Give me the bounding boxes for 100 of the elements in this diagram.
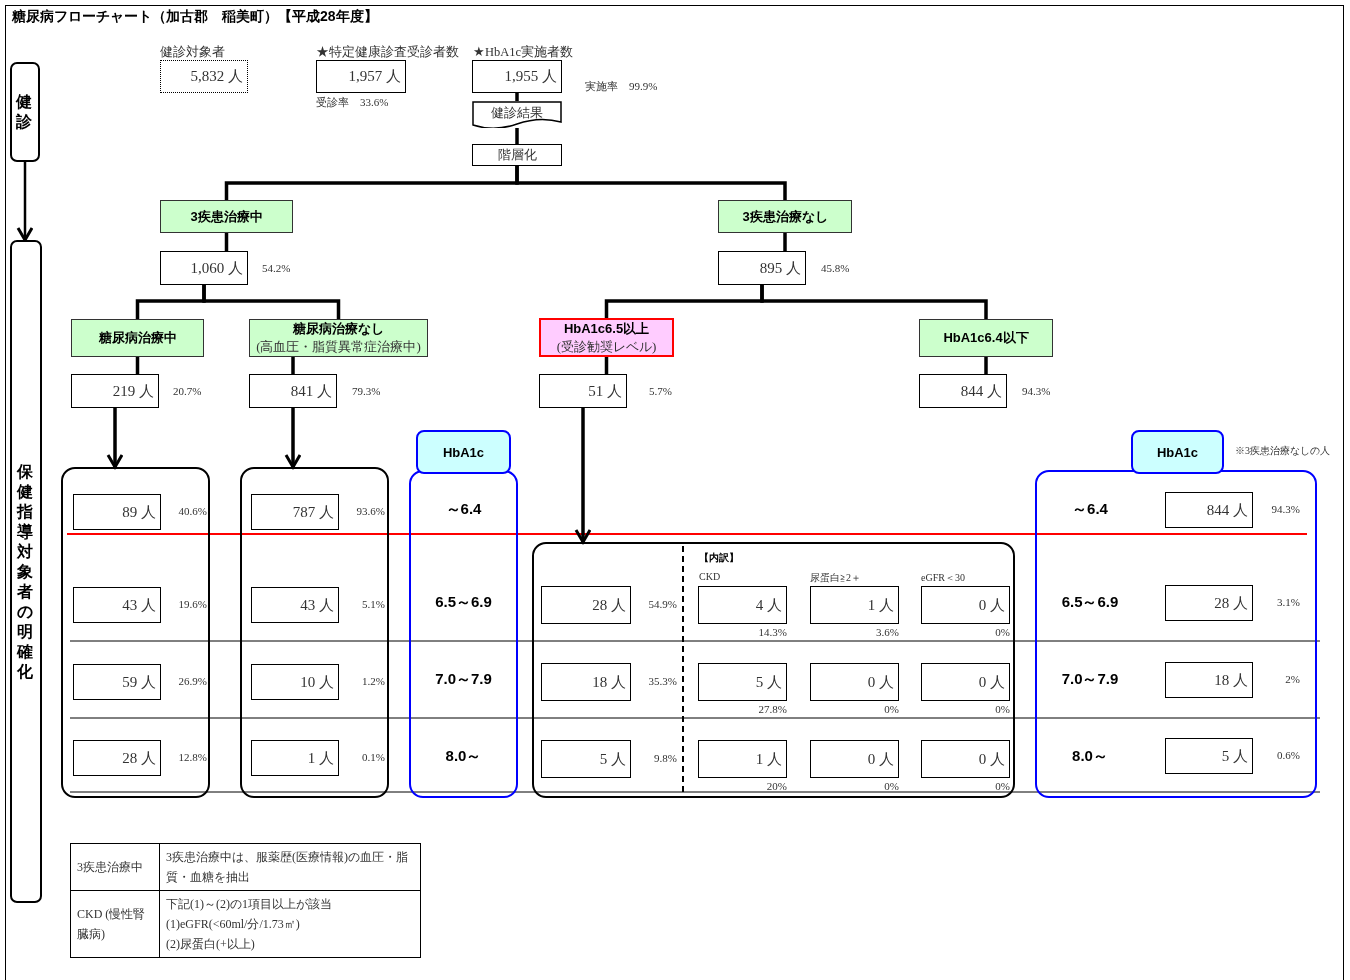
row-heading: CKD (慢性腎臓病): [77, 906, 147, 943]
arrow: [16, 162, 34, 242]
column-tab: HbA1c: [416, 430, 511, 474]
range-text: 6.5～6.9: [1060, 593, 1120, 612]
percentage-text: 54.2%: [262, 262, 292, 274]
column-heading: CKD: [699, 571, 721, 582]
percentage-text: 93.6%: [355, 505, 385, 517]
description-text: 3疾患治療中は、服薬歴(医療情報)の血圧・脂質・血糖を抽出: [166, 849, 409, 886]
percentage-text: 1.2%: [361, 675, 385, 687]
percentage-text: 受診率 33.6%: [316, 95, 390, 110]
count-box: 0 人: [921, 663, 1010, 701]
band-text: 健診: [16, 92, 34, 132]
count-box: 5,832 人: [160, 60, 248, 93]
category-title: HbA1c6.5以上: [563, 319, 650, 338]
percentage-text: 0%: [883, 703, 899, 715]
count-box: 895 人: [718, 251, 806, 285]
percentage-text: 0%: [883, 780, 899, 792]
range-text: 8.0～: [1071, 747, 1109, 766]
percentage-text: 3.6%: [875, 626, 899, 638]
category-box: HbA1c6.4以下: [919, 319, 1053, 357]
percentage-text: 12.8%: [177, 751, 207, 763]
box-heading: ★特定健康診査受診者数: [316, 44, 459, 61]
range-text: 7.0～7.9: [1060, 670, 1120, 689]
arrow: [106, 408, 124, 469]
count-box: 28 人: [73, 740, 161, 776]
percentage-text: 0%: [994, 780, 1010, 792]
connector-line: [515, 128, 519, 144]
column-tab: HbA1c: [1131, 430, 1224, 474]
document-box: 健診結果: [472, 101, 562, 128]
box-heading: ★HbA1c実施者数: [473, 44, 574, 61]
connector-line: [783, 233, 787, 251]
count-box: 28 人: [541, 586, 631, 624]
column-heading: 尿蛋白≧2＋: [810, 571, 861, 585]
group-panel: [61, 467, 210, 798]
count-box: 1 人: [698, 740, 787, 778]
category-title: 糖尿病治療なし: [293, 320, 384, 338]
connector-line: [760, 285, 988, 319]
count-box: 10 人: [251, 664, 339, 700]
count-box: 5 人: [541, 740, 631, 778]
percentage-text: 0.1%: [361, 751, 385, 763]
count-box: 0 人: [810, 663, 899, 701]
percentage-text: 2%: [1284, 673, 1300, 685]
range-text: ～6.4: [1071, 500, 1109, 519]
count-box: 89 人: [73, 494, 161, 530]
count-box: 1,060 人: [160, 251, 248, 285]
count-box: 844 人: [1165, 492, 1253, 528]
count-box: 841 人: [249, 374, 337, 408]
percentage-text: 54.9%: [647, 598, 677, 610]
count-box: 787 人: [251, 494, 339, 530]
row-heading: 3疾患治療中: [77, 859, 144, 876]
arrow: [574, 408, 592, 544]
count-box: 43 人: [251, 587, 339, 623]
count-box: 5 人: [1165, 738, 1253, 774]
percentage-text: 3.1%: [1276, 596, 1300, 608]
range-text: 6.5～6.9: [434, 593, 493, 612]
percentage-text: 5.1%: [361, 598, 385, 610]
category-box: 糖尿病治療中: [71, 319, 204, 357]
range-text: 8.0～: [444, 747, 483, 766]
range-text: ～6.4: [444, 500, 483, 519]
count-box: 43 人: [73, 587, 161, 623]
count-box: 28 人: [1165, 585, 1253, 621]
count-box: 4 人: [698, 586, 787, 624]
percentage-text: 14.3%: [757, 626, 787, 638]
category-box: 3疾患治療なし: [718, 200, 852, 233]
percentage-text: 20%: [765, 780, 787, 792]
count-box: 1 人: [810, 586, 899, 624]
count-box: 51 人: [539, 374, 627, 408]
percentage-text: 94.3%: [1022, 385, 1052, 397]
percentage-text: 20.7%: [173, 385, 203, 397]
count-box: 0 人: [921, 740, 1010, 778]
range-text: 7.0～7.9: [434, 670, 493, 689]
box-heading: 健診対象者: [160, 44, 225, 61]
connector-line: [984, 357, 988, 374]
count-box: 219 人: [71, 374, 159, 408]
group-panel: [532, 542, 1015, 798]
band-text: 保健指導対象者の明確化: [17, 461, 35, 682]
percentage-text: 27.8%: [757, 703, 787, 715]
connector-line: [515, 166, 787, 200]
count-box: 1 人: [251, 740, 339, 776]
section-heading: 【内訳】: [699, 551, 739, 565]
connector-line: [202, 285, 341, 319]
count-box: 1,957 人: [316, 60, 406, 93]
percentage-text: 35.3%: [647, 675, 677, 687]
description-text: (1)eGFR(<60ml/分/1.73㎡): [166, 916, 301, 933]
category-subtext: (受診勧奨レベル): [556, 337, 657, 356]
category-box: [249, 319, 428, 357]
percentage-text: 19.6%: [177, 598, 207, 610]
count-box: 1,955 人: [472, 60, 562, 93]
category-box: [539, 318, 674, 357]
percentage-text: 79.3%: [352, 385, 382, 397]
percentage-text: 9.8%: [653, 752, 677, 764]
percentage-text: 26.9%: [177, 675, 207, 687]
chart-title: 糖尿病フローチャート（加古郡 稲美町）【平成28年度】: [12, 8, 378, 26]
count-box: 59 人: [73, 664, 161, 700]
arrow: [284, 408, 302, 469]
percentage-text: 実施率 99.9%: [585, 79, 659, 94]
note-text: ※3疾患治療なしの人: [1235, 444, 1331, 458]
connector-line: [291, 357, 295, 374]
count-box: 5 人: [698, 663, 787, 701]
connector-line: [515, 93, 519, 101]
